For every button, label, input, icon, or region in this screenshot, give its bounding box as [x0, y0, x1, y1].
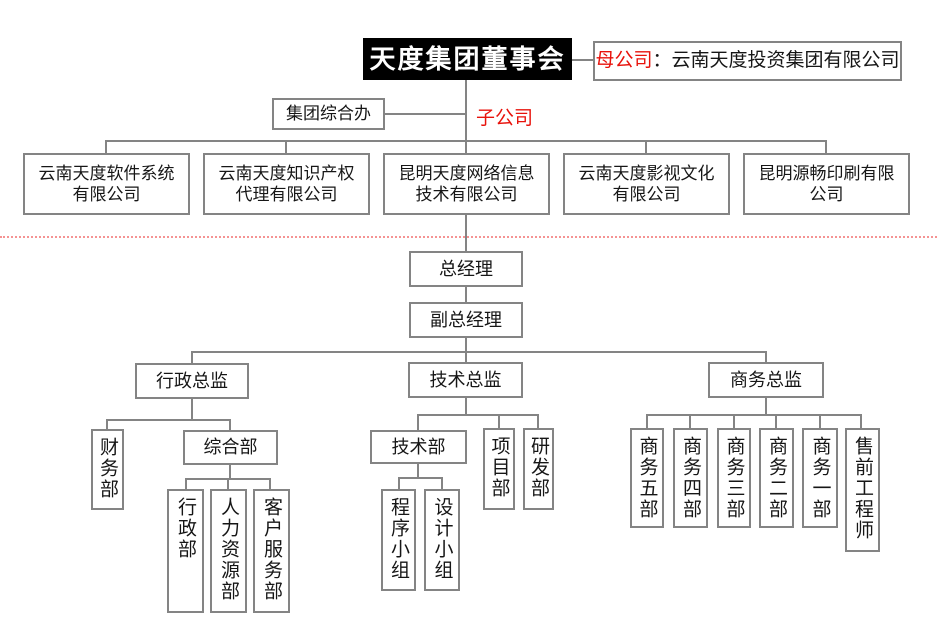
- node-tech-dept: 技术部: [370, 430, 467, 464]
- node-business-dept-4: 商务四部: [673, 428, 708, 528]
- connector-line: [227, 478, 229, 489]
- node-admin-director: 行政总监: [135, 363, 249, 399]
- connector-line: [733, 414, 735, 428]
- node-project-dept: 项目部: [483, 428, 515, 510]
- node-presales-engineer: 售前工程师: [845, 428, 880, 552]
- connector-line: [398, 477, 400, 489]
- connector-line: [689, 414, 691, 428]
- node-business-dept-5: 商务五部: [630, 428, 664, 528]
- connector-line: [398, 477, 442, 479]
- node-parent-company: 母公司：云南天度投资集团有限公司: [593, 41, 902, 81]
- connector-line: [825, 140, 827, 153]
- connector-line: [465, 351, 467, 362]
- connector-line: [385, 113, 466, 115]
- connector-line: [417, 464, 419, 477]
- connector-line: [229, 419, 231, 430]
- connector-line: [465, 287, 467, 302]
- parent-company-prefix: 母公司: [595, 50, 653, 72]
- subsidiary-label: 子公司: [476, 108, 534, 129]
- node-finance-dept: 财务部: [91, 429, 124, 510]
- connector-line: [646, 414, 648, 428]
- connector-line: [285, 140, 287, 153]
- node-company-film-culture: 云南天度影视文化 有限公司: [563, 153, 730, 215]
- node-general-manager: 总经理: [409, 251, 523, 287]
- connector-line: [465, 215, 467, 251]
- connector-line: [465, 140, 467, 153]
- connector-line: [860, 414, 862, 428]
- node-tech-director: 技术总监: [408, 362, 523, 398]
- connector-line: [191, 398, 193, 419]
- connector-line: [191, 351, 193, 363]
- node-general-dept: 综合部: [183, 430, 278, 465]
- node-business-director: 商务总监: [708, 362, 824, 398]
- node-design-team: 设计小组: [424, 489, 460, 591]
- connector-line: [646, 414, 862, 416]
- connector-line: [465, 80, 467, 142]
- connector-line: [441, 477, 443, 489]
- node-business-dept-2: 商务二部: [759, 428, 794, 528]
- connector-line: [106, 419, 231, 421]
- connector-line: [191, 351, 767, 353]
- divider-dotted-line: [0, 236, 937, 238]
- node-customer-service-dept: 客户服务部: [253, 489, 290, 613]
- connector-line: [645, 140, 647, 153]
- connector-line: [417, 414, 419, 430]
- connector-line: [229, 465, 231, 478]
- node-deputy-general-manager: 副总经理: [409, 302, 523, 338]
- connector-line: [106, 419, 108, 429]
- node-company-ip-agency: 云南天度知识产权 代理有限公司: [203, 153, 370, 215]
- connector-line: [775, 414, 777, 428]
- connector-line: [417, 414, 539, 416]
- connector-line: [819, 414, 821, 428]
- connector-line: [765, 398, 767, 414]
- node-group-office: 集团综合办: [272, 98, 385, 130]
- node-company-network-info: 昆明天度网络信息 技术有限公司: [383, 153, 550, 215]
- node-administration-dept: 行政部: [167, 489, 204, 613]
- connector-line: [570, 59, 594, 61]
- connector-line: [465, 338, 467, 351]
- node-rnd-dept: 研发部: [523, 428, 554, 510]
- connector-line: [269, 478, 271, 489]
- connector-line: [105, 140, 107, 153]
- node-company-printing: 昆明源畅印刷有限 公司: [743, 153, 910, 215]
- node-programming-team: 程序小组: [381, 489, 416, 591]
- node-company-software: 云南天度软件系统 有限公司: [23, 153, 190, 215]
- connector-line: [465, 398, 467, 414]
- connector-line: [498, 414, 500, 428]
- connector-line: [185, 478, 187, 489]
- node-board-of-directors: 天度集团董事会: [363, 38, 572, 80]
- parent-company-name: ：云南天度投资集团有限公司: [652, 50, 900, 72]
- node-business-dept-3: 商务三部: [717, 428, 751, 528]
- connector-line: [765, 351, 767, 362]
- node-business-dept-1: 商务一部: [802, 428, 838, 528]
- connector-line: [537, 414, 539, 428]
- node-hr-dept: 人力资源部: [210, 489, 247, 613]
